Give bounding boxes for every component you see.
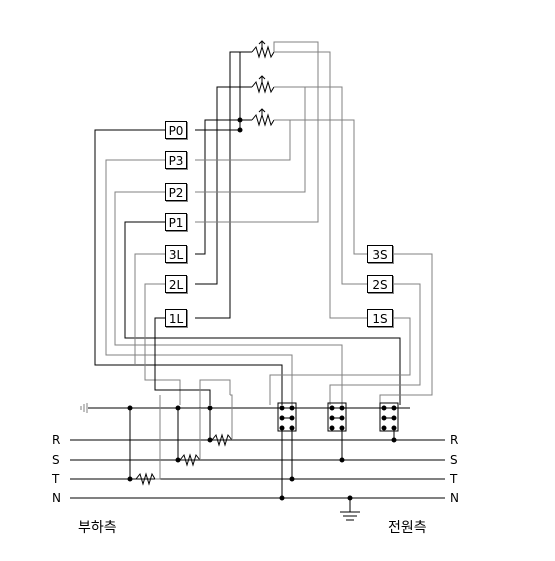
load-side-label: 부하측 [78, 520, 117, 536]
terminal-p1: P1 [165, 213, 187, 231]
bus-label-r-right: R [450, 433, 459, 447]
top-resistor-network [251, 40, 275, 127]
ct-group-2 [327, 402, 347, 463]
bus-resistor-s [179, 453, 201, 467]
bus-resistor-r [211, 433, 233, 447]
bus-label-s-right: S [450, 453, 458, 467]
terminal-p3: P3 [165, 151, 187, 169]
source-side-label: 전원측 [388, 520, 427, 536]
ground-symbol [340, 495, 360, 521]
bus-label-s-left: S [52, 453, 60, 467]
terminal-p0: P0 [165, 121, 187, 139]
bus-resistor-t [135, 472, 156, 486]
top-resistor-1 [251, 45, 275, 59]
bus-label-t-left: T [52, 472, 60, 486]
top-resistor-3 [251, 113, 275, 127]
terminal-1l: 1L [165, 309, 187, 327]
terminal-3s: 3S [367, 245, 393, 263]
terminal-2s: 2S [367, 275, 393, 293]
bus-label-t-right: T [450, 472, 458, 486]
bus-label-n-left: N [52, 491, 61, 505]
terminal-2l: 2L [165, 275, 187, 293]
ct-group-1 [277, 402, 297, 501]
terminal-p2: P2 [165, 183, 187, 201]
ct-group-3 [379, 402, 399, 443]
bus-label-r-left: R [52, 433, 61, 447]
bus-label-n-right: N [450, 491, 459, 505]
terminal-3l: 3L [165, 245, 187, 263]
terminal-1s: 1S [367, 309, 393, 327]
top-resistor-2 [251, 80, 275, 94]
